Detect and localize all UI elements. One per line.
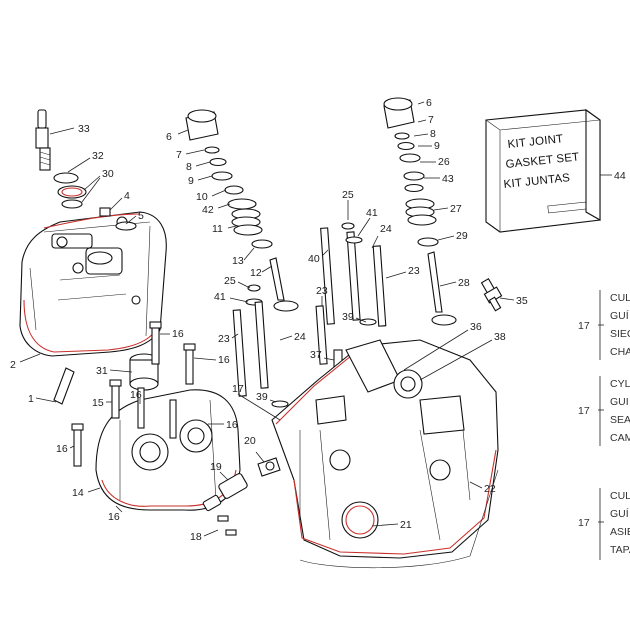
legend-1-line-4: CHA <box>610 346 630 358</box>
callout-16-f: 16 <box>108 511 120 523</box>
callout-24-b: 24 <box>380 223 392 235</box>
callout-5: 5 <box>138 210 144 222</box>
legend-2-line-3: SEAT <box>610 414 630 426</box>
callout-35: 35 <box>516 295 528 307</box>
callout-16-a: 16 <box>172 328 184 340</box>
callout-38: 38 <box>494 331 506 343</box>
callout-1: 1 <box>28 393 34 405</box>
callout-7-b: 7 <box>428 114 434 126</box>
callout-41-b: 41 <box>366 207 378 219</box>
callout-37: 37 <box>310 349 322 361</box>
callout-23-a: 23 <box>218 333 230 345</box>
legend-3-line-1: CUL <box>610 490 630 502</box>
cover-bolts <box>99 207 137 231</box>
callout-33: 33 <box>78 123 90 135</box>
legend-2-line-4: CAM <box>610 432 630 444</box>
callout-25-a: 25 <box>224 275 236 287</box>
callout-16-e: 16 <box>56 443 68 455</box>
callout-4: 4 <box>124 190 130 202</box>
callout-9-a: 9 <box>188 175 194 187</box>
valve-train-left <box>185 109 299 408</box>
legend-3-line-3: ASIE <box>610 526 630 538</box>
carrier-bolts <box>71 321 196 467</box>
callout-28: 28 <box>458 277 470 289</box>
callout-10: 10 <box>196 191 208 203</box>
clip-part <box>53 367 75 405</box>
callout-16-d: 16 <box>226 419 238 431</box>
gasket-kit-box: KIT JOINT GASKET SET KIT JUNTAS 44 <box>485 108 626 233</box>
callout-25-b: 25 <box>342 189 354 201</box>
callout-42: 42 <box>202 204 214 216</box>
callout-32: 32 <box>92 150 104 162</box>
callout-29: 29 <box>456 230 468 242</box>
callout-2: 2 <box>10 359 16 371</box>
callout-11: 11 <box>212 223 223 235</box>
callout-labels: 33 32 30 4 5 2 1 31 15 16 16 16 16 16 16… <box>10 97 528 543</box>
callout-23-b: 23 <box>408 265 420 277</box>
callout-27: 27 <box>450 203 462 215</box>
chain-tensioner <box>202 457 281 536</box>
callout-39-a: 39 <box>256 391 268 403</box>
valve-cover <box>19 211 167 357</box>
legend-3-line-4: TAPA <box>610 544 630 556</box>
callout-24-a: 24 <box>294 331 306 343</box>
callout-40: 40 <box>308 253 320 265</box>
callout-8-b: 8 <box>430 128 436 140</box>
callout-20: 20 <box>244 435 256 447</box>
legend-1-number: 17 <box>578 320 590 332</box>
cam-carrier <box>95 389 241 511</box>
callout-30: 30 <box>102 168 114 180</box>
temperature-sensor <box>480 278 503 312</box>
legend-3-line-2: GUÍ <box>610 507 629 520</box>
legend-3-number: 17 <box>578 517 590 529</box>
callout-16-c: 16 <box>130 389 142 401</box>
callout-15: 15 <box>92 397 104 409</box>
legend-2-number: 17 <box>578 405 590 417</box>
callout-43: 43 <box>442 173 454 185</box>
callout-44: 44 <box>614 170 626 182</box>
callout-31: 31 <box>96 365 108 377</box>
callout-22: 22 <box>484 483 496 495</box>
kit-line-1: KIT JOINT <box>507 133 564 151</box>
spark-plug <box>35 109 51 171</box>
legend-2-line-2: GUI <box>610 396 629 408</box>
cylinder-head <box>271 339 499 569</box>
callout-36: 36 <box>470 321 482 333</box>
callout-6-a: 6 <box>166 131 172 143</box>
callout-39-b: 39 <box>342 311 354 323</box>
callout-6-b: 6 <box>426 97 432 109</box>
callout-26: 26 <box>438 156 450 168</box>
callout-41-a: 41 <box>214 291 226 303</box>
legend-2-line-1: CYL <box>610 378 630 390</box>
callout-7-a: 7 <box>176 149 182 161</box>
callout-17: 17 <box>232 383 244 395</box>
callout-21: 21 <box>400 519 412 531</box>
callout-13: 13 <box>232 255 244 267</box>
callout-18: 18 <box>190 531 202 543</box>
callout-12: 12 <box>250 267 262 279</box>
callout-16-b: 16 <box>218 354 230 366</box>
callout-23-c: 23 <box>316 285 328 297</box>
legend-1-line-1: CUL <box>610 292 630 304</box>
callout-9-b: 9 <box>434 140 440 152</box>
valve-train-right <box>315 97 457 371</box>
callout-19: 19 <box>210 461 222 473</box>
callout-14: 14 <box>72 487 84 499</box>
legend-1-line-2: GUÍ <box>610 309 629 322</box>
plug-washers <box>53 172 87 209</box>
callout-8-a: 8 <box>186 161 192 173</box>
